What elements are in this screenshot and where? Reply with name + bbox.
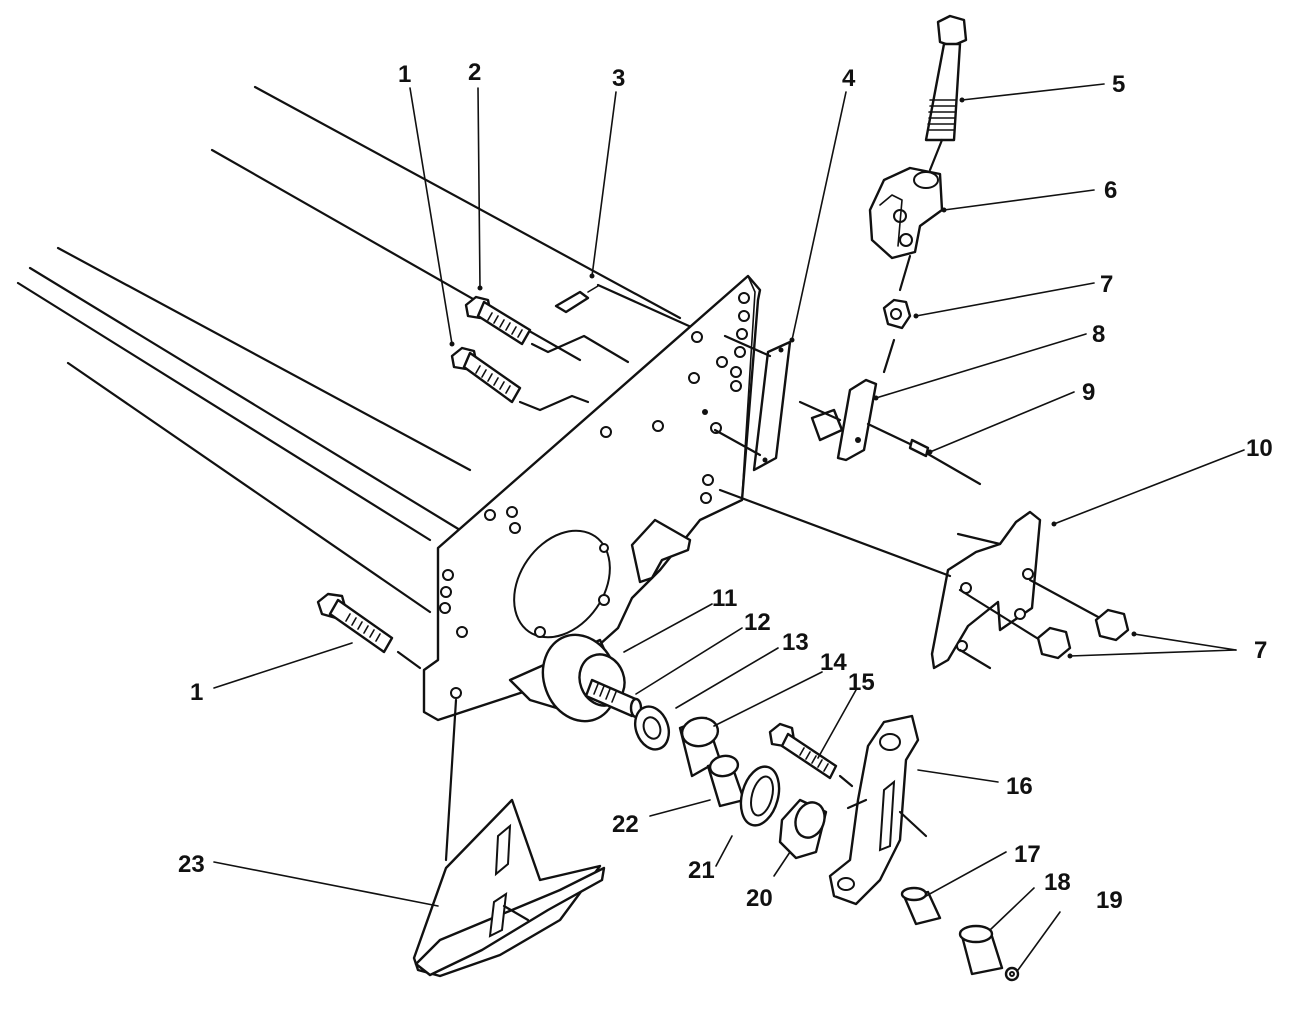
callout-16: 16 [1006,773,1033,800]
callout-23: 23 [178,851,205,878]
fitting-part-19 [1004,966,1020,982]
callout-7-lower: 7 [1254,637,1267,664]
callout-4: 4 [842,65,856,92]
callout-20: 20 [746,885,773,912]
bolt-part-1-lower [316,592,422,670]
nut-part-7-upper [882,298,912,374]
callout-9: 9 [1082,379,1095,406]
washer-part-13 [633,705,671,751]
callout-15: 15 [848,669,875,696]
callout-17: 17 [1014,841,1041,868]
bushing-part-22 [706,754,746,808]
clevis-part-6 [868,166,944,292]
callout-6: 6 [1104,177,1117,204]
bolt-part-2 [464,295,630,364]
callout-19: 19 [1096,887,1123,914]
clip-part-3 [554,285,599,314]
bolt-part-15 [768,722,854,788]
hex-bolt-part-5 [924,14,968,172]
bearing-part-20 [778,798,828,860]
ring-part-21 [739,765,781,827]
nut-part-7-lower-a [1094,608,1130,642]
callout-3: 3 [612,65,625,92]
plate-part-4 [713,334,792,472]
callout-1-lower: 1 [190,679,203,706]
shaft-part-12 [584,678,643,719]
callout-5: 5 [1112,71,1125,98]
callout-labels: 1 2 3 4 5 6 7 8 9 10 7 1 11 12 13 14 15 … [178,59,1273,914]
bushing-part-18 [958,924,1004,976]
leader-dots [449,97,1137,659]
callout-13: 13 [782,629,809,656]
callout-7-upper: 7 [1100,271,1113,298]
callout-21: 21 [688,857,715,884]
mounting-plate [422,274,762,722]
callout-11: 11 [712,585,737,612]
callout-8: 8 [1092,321,1105,348]
sleeve-part-17 [900,886,942,926]
bushing-part-14 [678,716,722,778]
pin-part-9 [866,422,982,486]
callout-1-upper: 1 [398,61,411,88]
skid-part-23 [412,698,606,978]
callout-14: 14 [820,649,847,676]
bracket-part-8 [798,378,878,462]
leader-lines [213,83,1245,971]
callout-22: 22 [612,811,639,838]
bolt-part-1-upper [450,346,590,412]
nut-part-7-lower-b [1036,626,1072,660]
arm-part-16 [828,714,928,906]
callout-10: 10 [1246,435,1273,462]
frame-lines [16,85,722,614]
callout-12: 12 [744,609,771,636]
callout-18: 18 [1044,869,1071,896]
bracket-part-10 [718,488,1102,670]
callout-2: 2 [468,59,481,86]
